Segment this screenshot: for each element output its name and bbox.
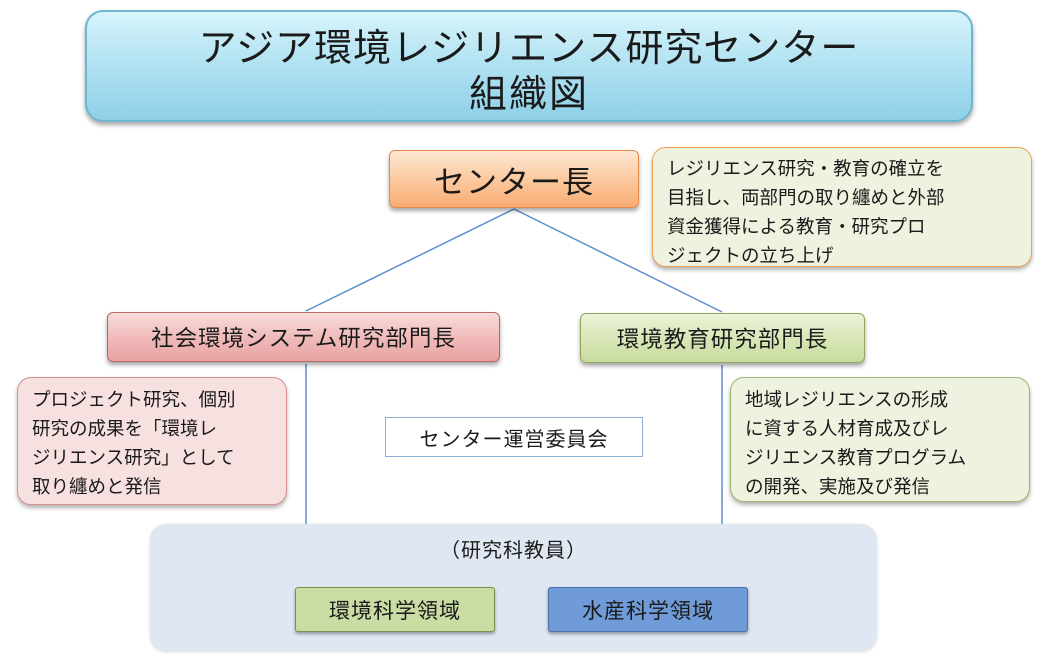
education-note-line: に資する人材育成及びレ: [745, 419, 949, 440]
fisheries-science-area-label: 水産科学領域: [582, 598, 714, 623]
education-note-line: ジリエンス教育プログラム: [745, 448, 967, 469]
director-note-line: 資金獲得による教育・研究プロ: [667, 217, 926, 238]
director-note: レジリエンス研究・教育の確立を 目指し、両部門の取り纏めと外部 資金獲得による教…: [652, 147, 1032, 267]
environmental-science-area-box: 環境科学領域: [295, 587, 495, 632]
director-note-line: レジリエンス研究・教育の確立を: [667, 159, 945, 180]
steering-committee-box: センター運営委員会: [385, 417, 643, 457]
environmental-science-area-label: 環境科学領域: [329, 598, 461, 623]
title-banner: アジア環境レジリエンス研究センター 組織図: [85, 10, 973, 122]
social-dept-note: プロジェクト研究、個別 研究の成果を「環境レ ジリエンス研究」として 取り纏めと…: [17, 377, 287, 505]
social-note-line: ジリエンス研究」として: [32, 448, 235, 469]
education-dept-note: 地域レジリエンスの形成 に資する人材育成及びレ ジリエンス教育プログラム の開発…: [730, 377, 1030, 502]
social-dept-label: 社会環境システム研究部門長: [151, 326, 456, 352]
steering-committee-label: センター運営委員会: [419, 426, 609, 451]
director-note-line: ジェクトの立ち上げ: [667, 246, 834, 267]
social-note-line: プロジェクト研究、個別: [32, 390, 236, 411]
education-dept-box: 環境教育研究部門長: [580, 313, 865, 363]
director-box: センター長: [389, 150, 639, 208]
connector-director-to-social: [305, 208, 515, 312]
title-line-2: 組織図: [468, 72, 589, 116]
director-note-line: 目指し、両部門の取り纏めと外部: [667, 188, 945, 209]
fisheries-science-area-box: 水産科学領域: [548, 587, 748, 632]
social-note-line: 取り纏めと発信: [32, 477, 162, 498]
connector-director-to-education: [513, 208, 723, 313]
title-line-1: アジア環境レジリエンス研究センター: [198, 26, 860, 70]
education-note-line: の開発、実施及び発信: [745, 477, 931, 498]
faculty-panel: （研究科教員）: [150, 524, 877, 651]
faculty-label: （研究科教員）: [440, 538, 587, 562]
education-dept-label: 環境教育研究部門長: [616, 327, 829, 353]
social-dept-box: 社会環境システム研究部門長: [107, 312, 500, 362]
social-note-line: 研究の成果を「環境レ: [32, 419, 218, 440]
director-label: センター長: [434, 164, 594, 201]
education-note-line: 地域レジリエンスの形成: [745, 390, 949, 411]
